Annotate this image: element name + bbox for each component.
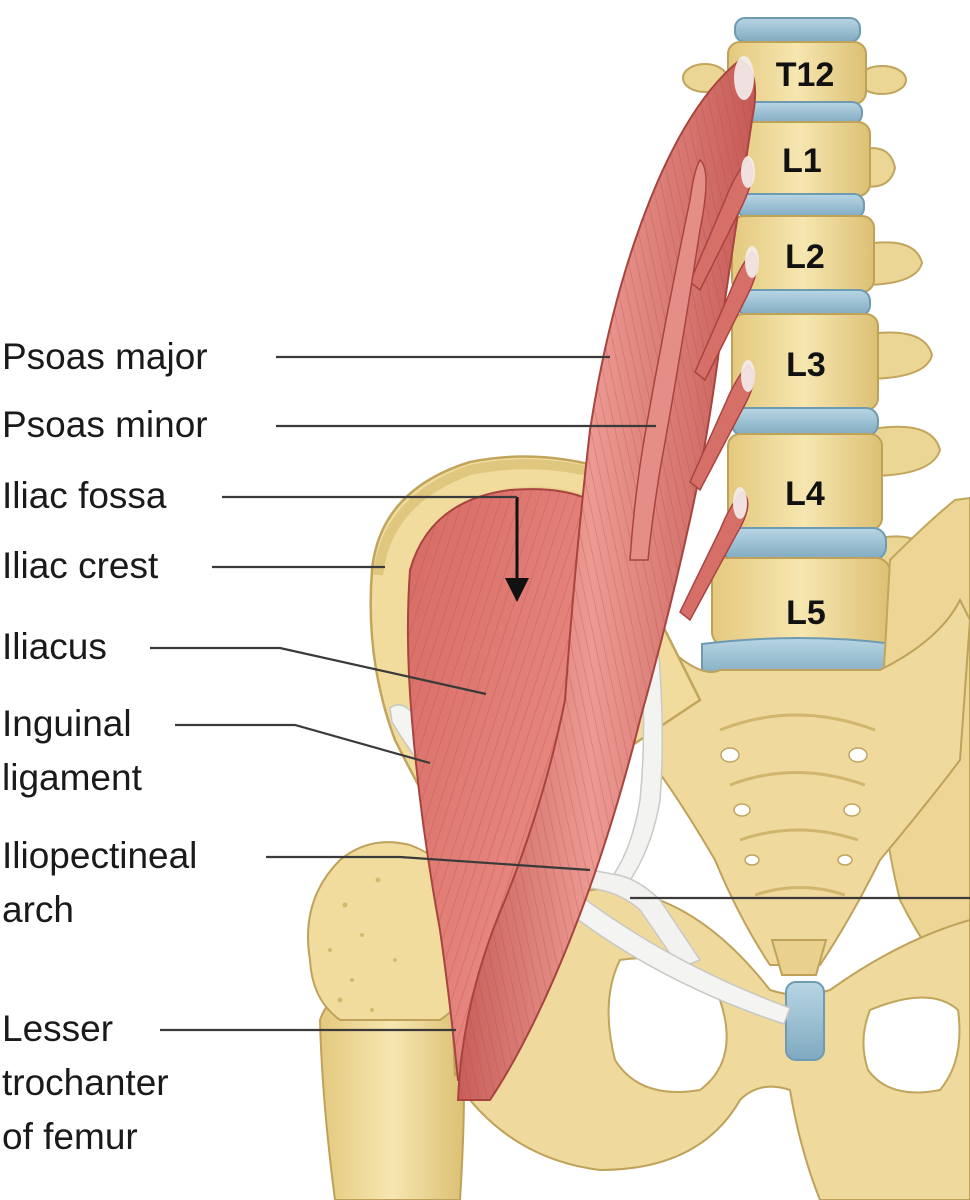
disc-l1-l2 — [737, 193, 865, 219]
disc-l3-l4 — [731, 407, 879, 437]
label-iliac-fossa: Iliac fossa — [2, 475, 167, 516]
psoas-minor-belly — [629, 158, 707, 561]
iliac-crest-rim — [373, 459, 608, 576]
label-psoas-minor: Psoas minor — [2, 404, 208, 445]
sacral-foramina — [720, 747, 868, 866]
label-iliac-crest: Iliac crest — [2, 545, 159, 586]
lumbar-spine — [682, 17, 942, 680]
coccyx — [770, 939, 828, 976]
disc-l2-l3 — [737, 289, 871, 317]
label-psoas-major: Psoas major — [2, 336, 208, 377]
vertebra-label-l5: L5 — [786, 594, 826, 632]
obturator-foramen-right — [862, 996, 961, 1094]
vertebra-label-l4: L4 — [785, 475, 825, 513]
label-lesser-trochanter-line3: of femur — [2, 1116, 138, 1157]
pubic-symphysis — [785, 981, 825, 1061]
leader-iliopectineal-arch — [266, 855, 591, 872]
vertebra-label-l1: L1 — [782, 142, 822, 180]
leader-iliacus — [150, 646, 487, 696]
label-iliacus: Iliacus — [2, 626, 107, 667]
iliac-fossa-arrow — [505, 497, 529, 602]
label-inguinal-ligament-line2: ligament — [2, 757, 142, 798]
sacral-ridges — [719, 713, 876, 897]
label-iliopectineal-arch-line2: arch — [2, 889, 74, 930]
pelvis — [469, 496, 970, 1200]
disc-top — [734, 17, 861, 43]
leader-inguinal-ligament — [175, 723, 431, 765]
vertebra-label-l2: L2 — [785, 238, 825, 276]
vertebra-label-l3: L3 — [786, 346, 826, 384]
femur-texture — [328, 877, 397, 1012]
iliacus-fibers — [407, 489, 590, 1081]
disc-t12-l1 — [737, 101, 863, 125]
vertebra-label-t12: T12 — [776, 56, 835, 94]
label-inguinal-ligament-line1: Inguinal — [2, 703, 132, 744]
leader-lines — [150, 355, 970, 1032]
vertebra-labels: T12 L1 L2 L3 L4 L5 — [776, 56, 835, 632]
label-iliopectineal-arch-line1: Iliopectineal — [2, 835, 198, 876]
psoas-minor-muscle — [629, 158, 707, 561]
disc-l4-l5 — [721, 527, 887, 561]
label-lesser-trochanter-line2: trochanter — [2, 1062, 169, 1103]
label-lesser-trochanter-line1: Lesser — [2, 1008, 114, 1049]
psoas-tendon-tips — [733, 56, 759, 519]
